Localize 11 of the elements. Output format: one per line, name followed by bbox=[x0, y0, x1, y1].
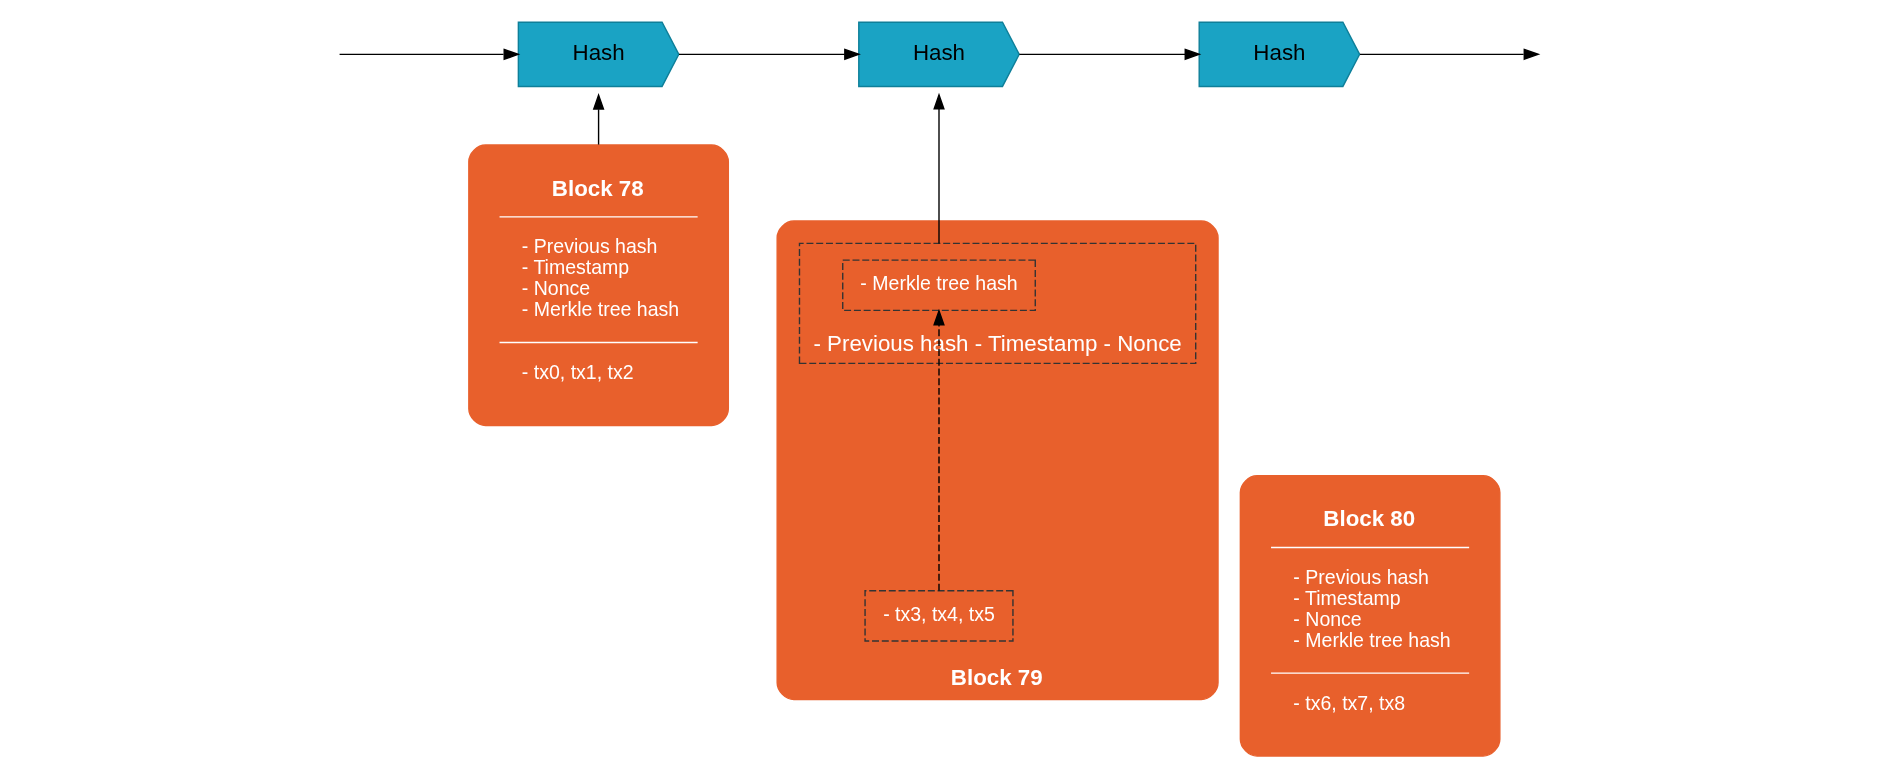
node-box: - tx3, tx4, tx5 bbox=[863, 590, 1014, 642]
arrow bbox=[932, 92, 945, 245]
node-box: Block 78 - Previous hash - Timestamp - Nonce - Merkle tree hash - tx0, tx1, tx2 bbox=[467, 144, 729, 427]
arrow bbox=[932, 308, 945, 592]
node-box: Block 80 - Previous hash - Timestamp - Nonce - Merkle tree hash - tx6, tx7, tx8 bbox=[1239, 475, 1501, 757]
arrow bbox=[1018, 48, 1201, 61]
node-box: - Merkle tree hash bbox=[841, 259, 1036, 312]
arrow bbox=[338, 48, 520, 61]
arrow bbox=[592, 93, 604, 146]
arrow bbox=[677, 48, 861, 61]
arrow bbox=[1358, 48, 1540, 61]
